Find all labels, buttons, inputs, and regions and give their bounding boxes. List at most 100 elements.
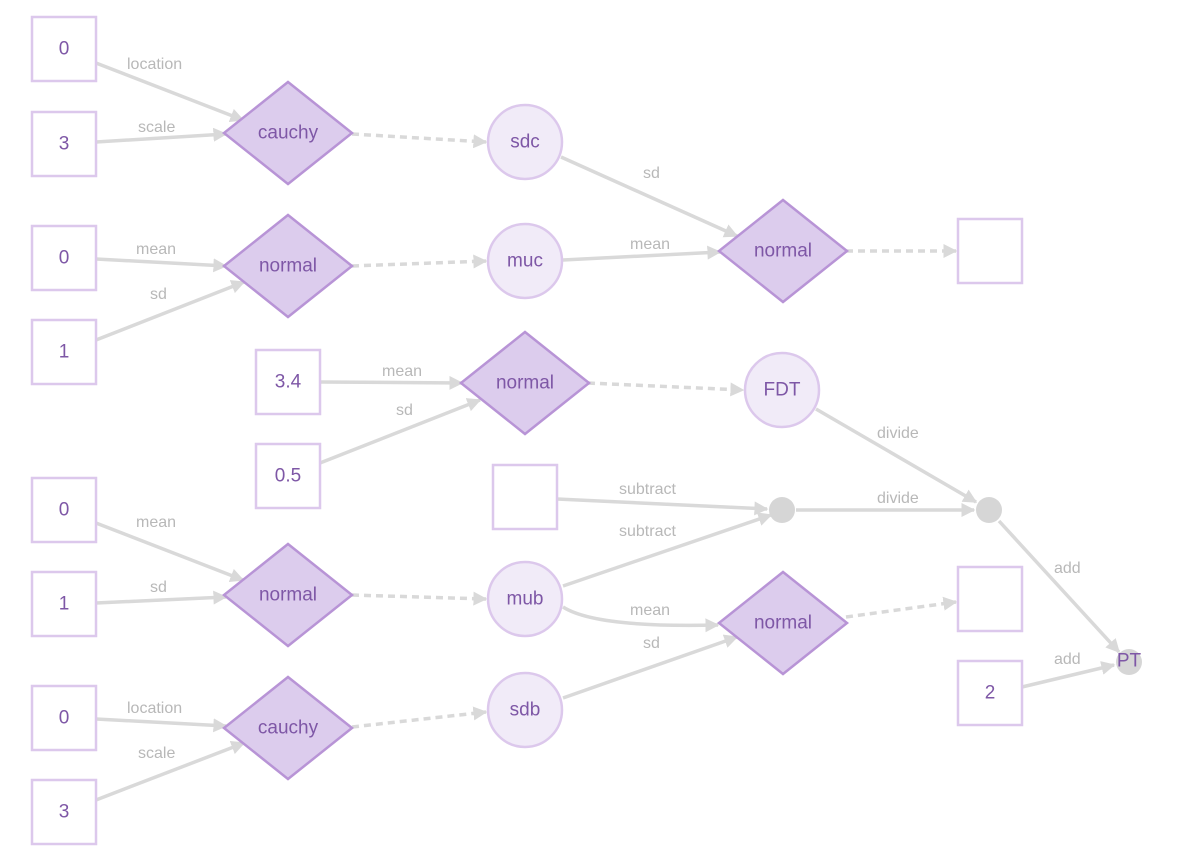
svg-text:cauchy: cauchy <box>258 123 319 144</box>
svg-text:sdc: sdc <box>510 132 540 153</box>
variable-node[interactable]: muc <box>486 222 564 300</box>
operation-node[interactable]: PT <box>1116 649 1142 675</box>
edge-label: divide <box>877 490 919 507</box>
operation-nodes: PT <box>769 497 1142 675</box>
svg-text:0: 0 <box>59 708 70 729</box>
svg-text:mub: mub <box>507 589 544 610</box>
edge-label: mean <box>630 236 670 253</box>
svg-text:0: 0 <box>59 248 70 269</box>
edge-labels: location scale mean sd sd mean mean sd d… <box>127 56 1081 762</box>
edge-normal-muc <box>351 254 488 269</box>
edge-normal-fdt <box>587 381 745 397</box>
svg-text:1: 1 <box>59 342 70 363</box>
edge-normal-mub <box>351 591 488 606</box>
edge-fdt-divide <box>815 407 978 504</box>
edge-divide-add <box>997 519 1121 654</box>
constant-node[interactable]: 0 <box>30 15 98 83</box>
variable-nodes: sdc muc FDT mub sdb <box>486 103 821 749</box>
edge-mub-mean <box>562 605 720 633</box>
edge-label: subtract <box>619 481 676 498</box>
svg-text:FDT: FDT <box>764 380 801 401</box>
svg-text:normal: normal <box>259 256 317 277</box>
edge-mean-1 <box>95 257 228 273</box>
edge-two-add <box>1021 661 1116 689</box>
edge-label: mean <box>630 602 670 619</box>
edge-location-2 <box>95 717 228 733</box>
edge-label: location <box>127 56 182 73</box>
data-node[interactable] <box>491 463 559 531</box>
edge-normal-out2 <box>845 596 958 619</box>
svg-text:0: 0 <box>59 500 70 521</box>
edge-scale-2 <box>95 740 246 802</box>
edge-label: scale <box>138 119 175 136</box>
constant-node[interactable]: 0 <box>30 684 98 752</box>
edge-label: sd <box>643 165 660 182</box>
edge-cauchy-sdc <box>351 132 488 149</box>
operation-node[interactable] <box>976 497 1002 523</box>
svg-text:0: 0 <box>59 39 70 60</box>
edge-label: divide <box>877 425 919 442</box>
svg-text:normal: normal <box>754 613 812 634</box>
constant-nodes: 0 3 0 1 3.4 0.5 0 1 0 3 2 <box>30 15 1024 846</box>
variable-node[interactable]: sdb <box>486 671 564 749</box>
edge-label: mean <box>136 241 176 258</box>
edge-label: sd <box>396 402 413 419</box>
distribution-node[interactable]: cauchy <box>221 675 355 781</box>
constant-node[interactable]: 3.4 <box>254 348 322 416</box>
constant-node[interactable]: 0 <box>30 476 98 544</box>
data-node[interactable] <box>956 217 1024 285</box>
edge-label: sd <box>150 579 167 596</box>
edge-muc-mean <box>562 245 722 262</box>
edge-sdb-sd <box>562 634 739 700</box>
edge-mean-2 <box>319 375 464 390</box>
constant-node[interactable]: 1 <box>30 570 98 638</box>
svg-text:3.4: 3.4 <box>275 372 302 393</box>
svg-text:normal: normal <box>754 241 812 262</box>
distribution-node[interactable]: normal <box>716 198 850 304</box>
edge-scale-1 <box>95 127 228 144</box>
distribution-node[interactable]: cauchy <box>221 80 355 186</box>
edge-label: add <box>1054 651 1081 668</box>
svg-text:normal: normal <box>496 373 554 394</box>
svg-text:3: 3 <box>59 134 70 155</box>
edge-cauchy-sdb <box>351 706 488 729</box>
edge-label: sd <box>643 635 660 652</box>
constant-node[interactable]: 3 <box>30 778 98 846</box>
distribution-node[interactable]: normal <box>221 213 355 319</box>
svg-text:2: 2 <box>985 683 996 704</box>
constant-node[interactable]: 2 <box>956 659 1024 727</box>
svg-text:cauchy: cauchy <box>258 718 319 739</box>
edge-label: mean <box>136 514 176 531</box>
constant-node[interactable]: 0 <box>30 224 98 292</box>
edges <box>95 61 1121 802</box>
edge-mean-3 <box>95 521 245 582</box>
distribution-node[interactable]: normal <box>458 330 592 436</box>
edge-sdc-sd <box>560 155 739 238</box>
svg-text:sdb: sdb <box>510 700 541 721</box>
edge-label: add <box>1054 560 1081 577</box>
edge-label: subtract <box>619 523 676 540</box>
constant-node[interactable]: 3 <box>30 110 98 178</box>
constant-node[interactable]: 0.5 <box>254 442 322 510</box>
svg-text:normal: normal <box>259 585 317 606</box>
variable-node[interactable]: sdc <box>486 103 564 181</box>
edge-label: mean <box>382 363 422 380</box>
data-node[interactable] <box>956 565 1024 633</box>
distribution-nodes: cauchy normal normal normal normal cauch… <box>221 80 850 781</box>
operation-node[interactable] <box>769 497 795 523</box>
edge-label: sd <box>150 286 167 303</box>
variable-node[interactable]: FDT <box>743 351 821 429</box>
distribution-node[interactable]: normal <box>716 570 850 676</box>
distribution-node[interactable]: normal <box>221 542 355 648</box>
edge-label: location <box>127 700 182 717</box>
edge-label: scale <box>138 745 175 762</box>
edge-box-subtract <box>556 497 769 516</box>
svg-text:1: 1 <box>59 594 70 615</box>
svg-text:PT: PT <box>1117 651 1142 672</box>
edge-sd-1 <box>95 280 246 342</box>
svg-text:3: 3 <box>59 802 70 823</box>
svg-text:0.5: 0.5 <box>275 466 301 487</box>
variable-node[interactable]: mub <box>486 560 564 638</box>
constant-node[interactable]: 1 <box>30 318 98 386</box>
